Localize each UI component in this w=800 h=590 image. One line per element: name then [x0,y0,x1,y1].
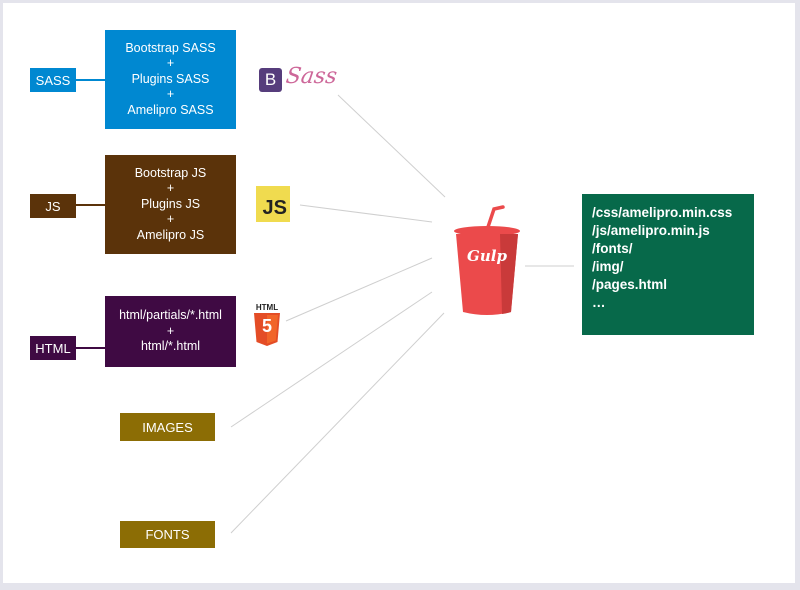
sass-source-line: Bootstrap SASS [125,40,216,55]
html-source-line: html/*.html [140,339,201,354]
gulp-logo-text: Gulp [467,247,507,265]
output-img-path: /img/ [592,259,624,274]
plus-separator: + [166,323,175,338]
html-tag: HTML [30,336,76,360]
plus-separator: + [166,212,175,227]
html-source-line: html/partials/*.html [119,308,222,323]
javascript-logo-text: JS [262,197,287,219]
js-tag-label: JS [45,198,61,214]
gulp-cup-icon [454,205,520,315]
connector-fonts-gulp [230,312,445,534]
html5-logo-badge: 5 [261,316,272,336]
sass-logo-text: Sass [284,64,339,89]
html5-logo-icon: HTML 5 [251,303,283,349]
output-js-path: /js/amelipro.min.js [592,223,710,238]
connector-sass-gulp [337,94,446,198]
plus-separator: + [166,181,175,196]
html-tag-label: HTML [35,340,71,356]
fonts-tag-label: FONTS [145,527,190,542]
js-tag: JS [30,194,76,218]
js-source-line: Plugins JS [140,196,201,211]
fonts-tag: FONTS [120,521,215,548]
sass-tag: SASS [30,68,76,92]
gulp-logo-icon: Gulp [450,200,524,320]
js-sources-box: Bootstrap JS + Plugins JS + Amelipro JS [105,155,236,254]
output-css-path: /css/amelipro.min.css [592,205,733,220]
sass-source-line: Amelipro SASS [127,102,214,117]
connector-js-gulp [299,204,433,223]
build-output-box: /css/amelipro.min.css /js/amelipro.min.j… [582,194,754,335]
output-fonts-path: /fonts/ [592,241,633,256]
images-tag-label: IMAGES [142,419,193,435]
js-source-line: Bootstrap JS [134,165,207,180]
connector-images-gulp [230,291,433,428]
sass-tag-label: SASS [35,72,71,88]
images-tag: IMAGES [120,413,215,441]
sass-logo-icon: Sass [284,64,338,89]
bootstrap-logo-icon: B [259,68,282,92]
html5-shield-icon [254,313,280,346]
html-sources-box: html/partials/*.html + html/*.html [105,296,236,367]
sass-sources-box: Bootstrap SASS + Plugins SASS + Amelipro… [105,30,236,129]
output-ellipsis: … [592,295,606,310]
javascript-logo-icon: JS [256,186,290,222]
sass-source-line: Plugins SASS [131,71,210,86]
connector-html-gulp [285,257,433,322]
html5-logo-caption: HTML [255,303,279,312]
bootstrap-logo-letter: B [264,70,277,89]
output-pages-path: /pages.html [592,277,668,292]
js-source-line: Amelipro JS [136,227,205,242]
plus-separator: + [166,87,175,102]
plus-separator: + [166,56,175,71]
